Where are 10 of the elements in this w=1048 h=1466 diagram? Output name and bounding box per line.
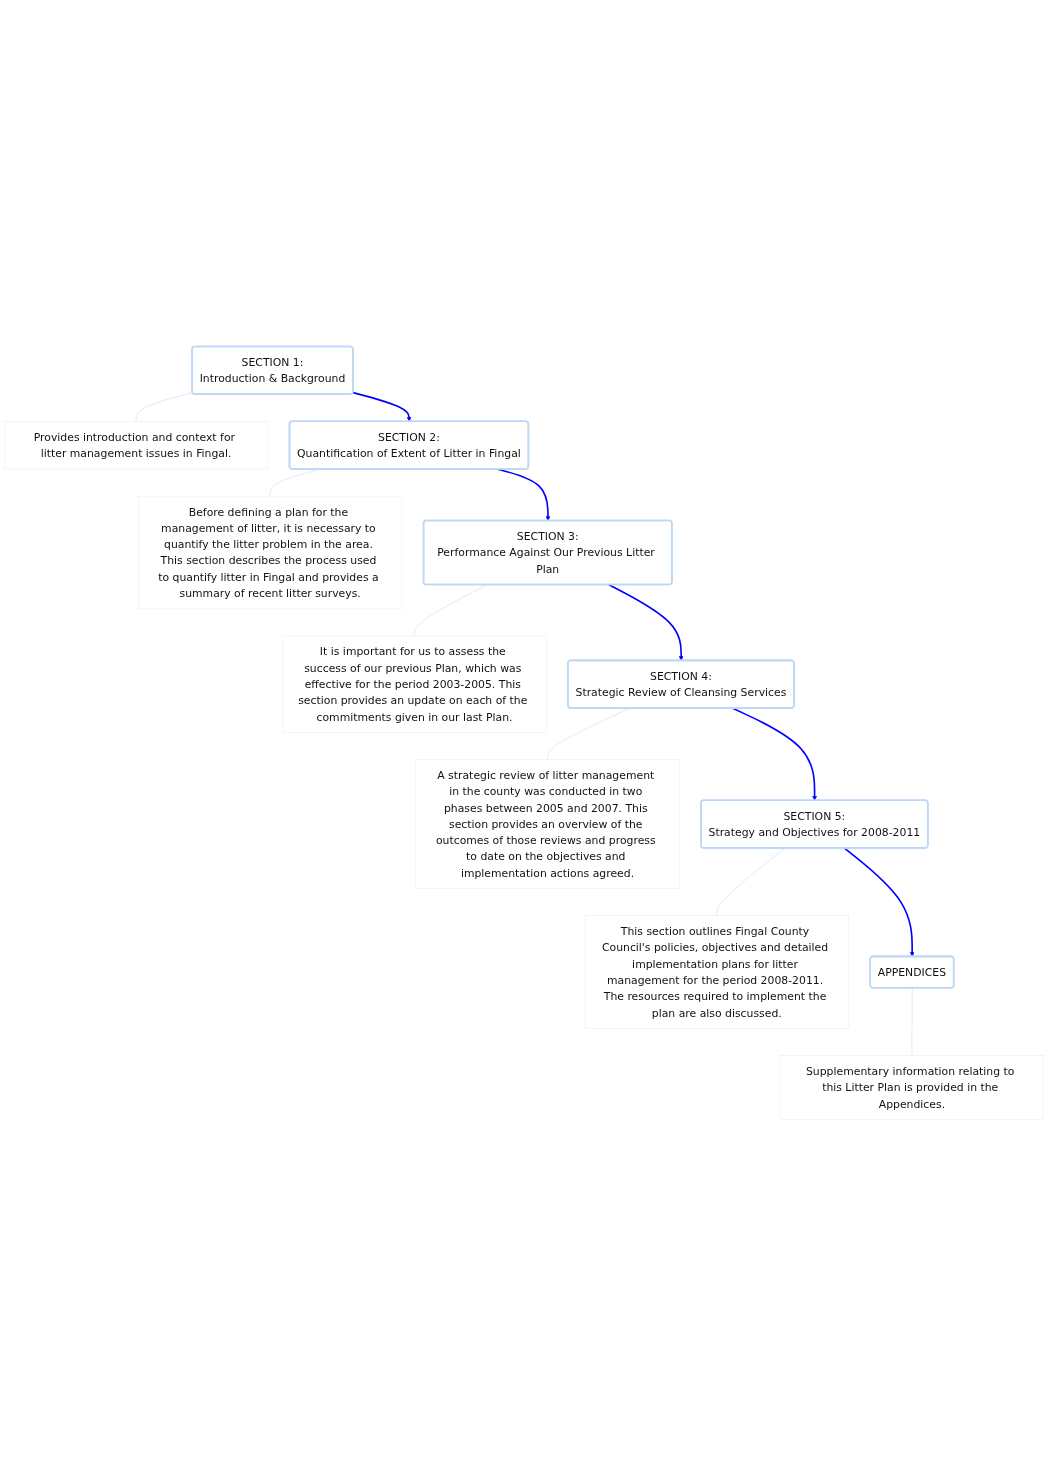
node-box: This section outlines Fingal County Council's policies, objectives and detailed implementation plans for litter management for the period 2008-2011. The resources required to implement the plan are also discussed. bbox=[584, 915, 849, 1029]
connector bbox=[716, 847, 786, 917]
arrow bbox=[731, 707, 817, 801]
connector bbox=[135, 392, 193, 422]
arrow bbox=[608, 583, 684, 661]
node-box: It is important for us to assess the success of our previous Plan, which was effective for the period 2003-2005. This section provides an update on each of the commitments given in our last Plan. bbox=[282, 635, 547, 733]
arrow bbox=[352, 391, 412, 422]
arrow bbox=[843, 847, 915, 957]
node-box: A strategic review of litter management in the county was conducted in two phases between 2005 and 2007. This section provides an overview of the outcomes of those reviews and progress to date on the objectives and implementation actions agreed. bbox=[415, 759, 680, 889]
connector bbox=[414, 584, 488, 637]
